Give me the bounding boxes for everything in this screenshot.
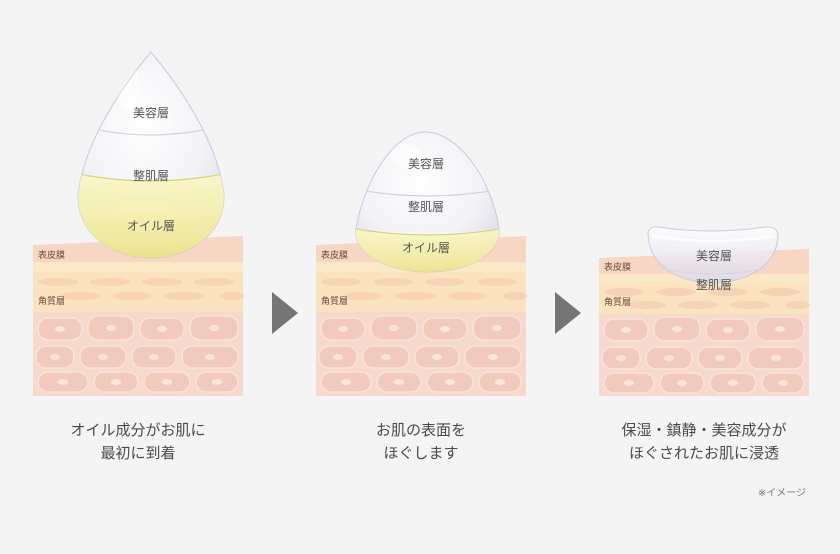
image-note: ※イメージ xyxy=(757,488,806,499)
drop-2-label-oil: オイル層 xyxy=(402,241,450,255)
caption-line: 最初に到着 xyxy=(100,444,176,462)
caption-2: お肌の表面を ほぐします xyxy=(306,419,536,465)
caption-line: 保湿・鎮静・美容成分が xyxy=(621,421,787,439)
arrow-icon xyxy=(555,292,581,334)
stratum-label: 角質層 xyxy=(321,295,348,307)
drop-3-label-beauty: 美容層 xyxy=(696,248,732,263)
stratum-label: 角質層 xyxy=(604,296,631,308)
skin-section-1: 表皮膜 角質層 xyxy=(33,236,244,396)
sebum-label: 表皮膜 xyxy=(321,249,348,261)
drop-2-label-beauty: 美容層 xyxy=(408,156,444,171)
drop-3: 美容層 整肌層 xyxy=(647,226,779,292)
arrow-icon xyxy=(272,292,298,334)
caption-line: ほぐします xyxy=(383,444,459,462)
caption-line: ほぐされたお肌に浸透 xyxy=(628,444,779,462)
drop-3-label-adjust: 整肌層 xyxy=(696,277,732,292)
stratum-label: 角質層 xyxy=(38,295,65,307)
caption-line: オイル成分がお肌に xyxy=(70,421,206,439)
caption-3: 保湿・鎮静・美容成分が ほぐされたお肌に浸透 xyxy=(589,419,819,465)
drop-2-label-adjust: 整肌層 xyxy=(408,199,444,214)
drop-1-label-oil: オイル層 xyxy=(127,219,175,233)
sebum-label: 表皮膜 xyxy=(604,261,631,273)
drop-1-label-beauty: 美容層 xyxy=(133,105,169,120)
sebum-label: 表皮膜 xyxy=(38,249,65,261)
caption-1: オイル成分がお肌に 最初に到着 xyxy=(23,419,253,465)
drop-1-label-adjust: 整肌層 xyxy=(133,168,169,183)
caption-line: お肌の表面を xyxy=(375,421,466,439)
drop-1: 美容層 整肌層 オイル層 xyxy=(77,51,225,259)
